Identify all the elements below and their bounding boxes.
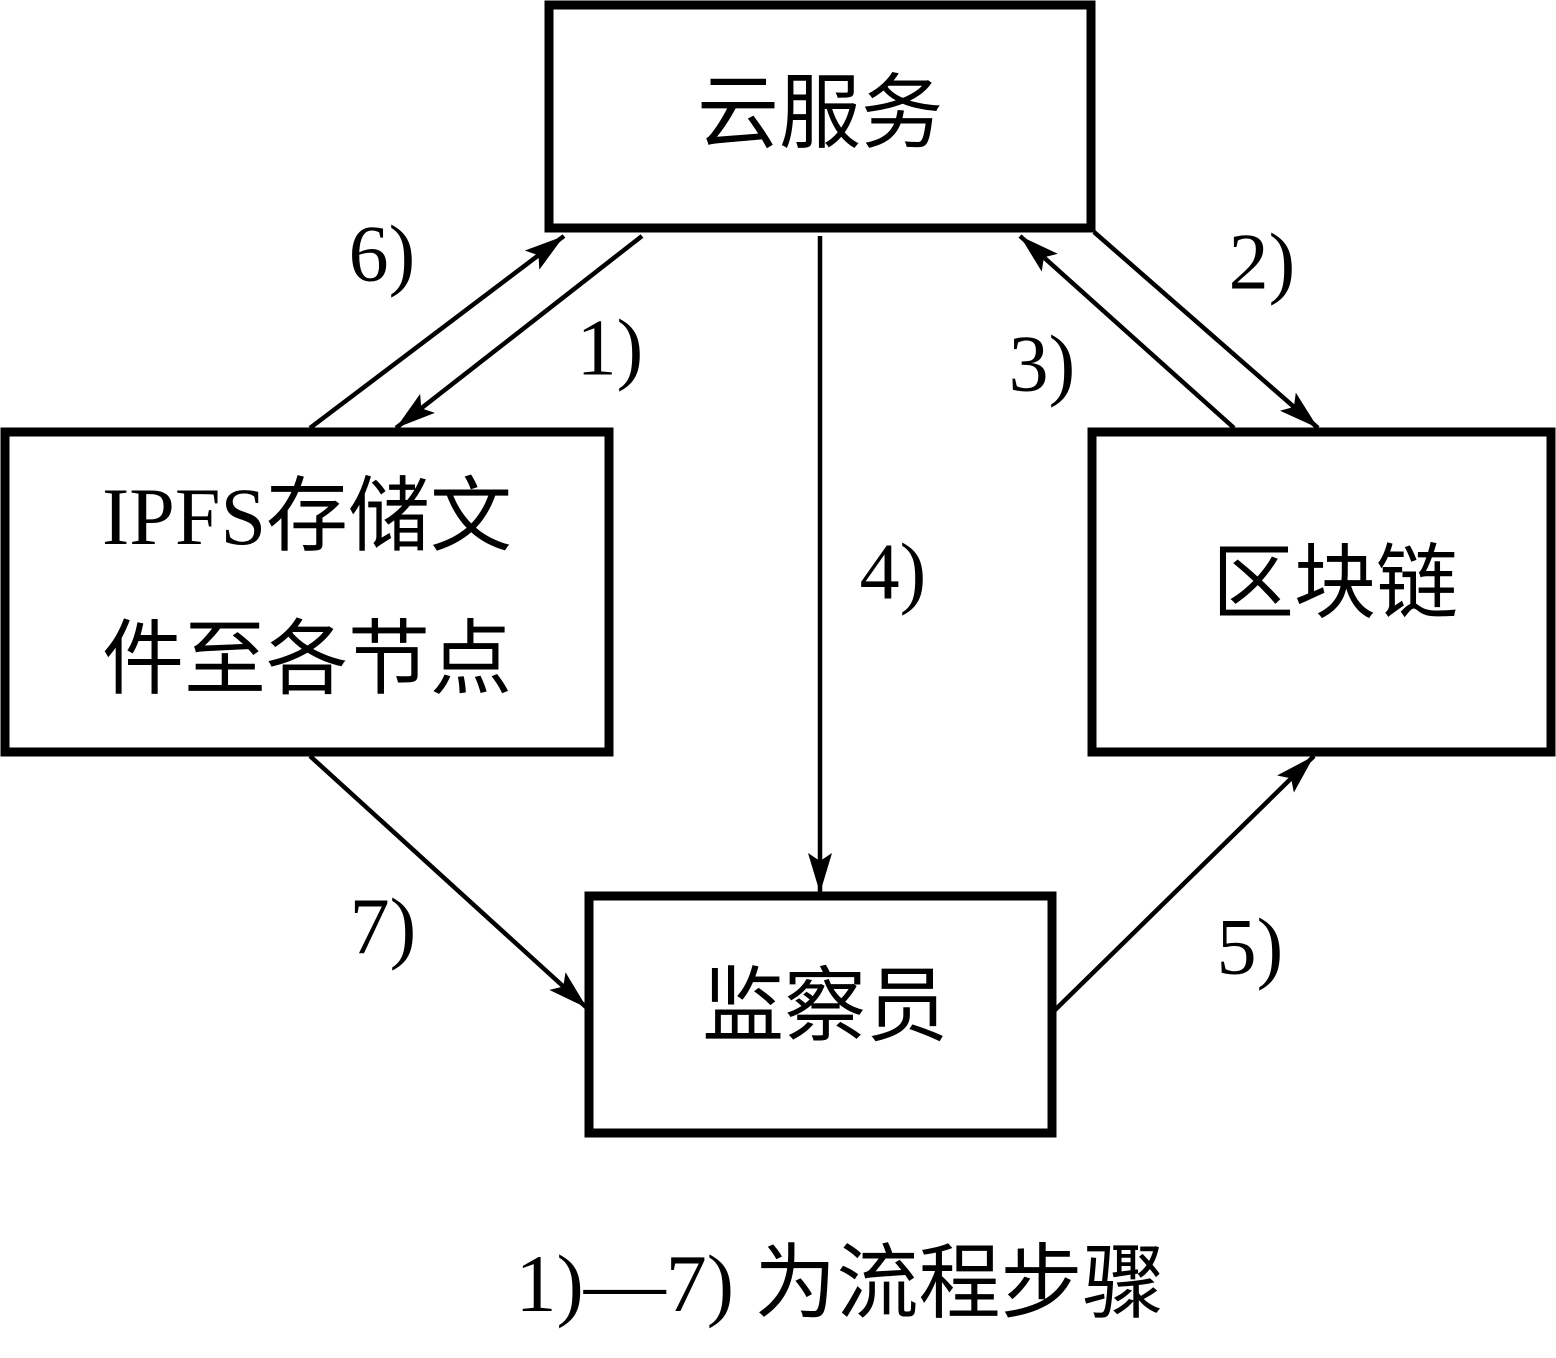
step-label-2: 2) xyxy=(1229,218,1296,306)
step-label-5: 5) xyxy=(1217,903,1284,991)
node-blockchain-label: 区块链 xyxy=(1212,538,1458,629)
node-cloud-service: 云服务 xyxy=(544,0,1096,233)
node-supervisor-label: 监察员 xyxy=(702,961,948,1052)
node-ipfs-label-line-2: 件至各节点 xyxy=(102,614,512,705)
edges xyxy=(308,230,1320,1012)
edge-step-1 xyxy=(394,234,644,430)
node-blockchain: 区块链 xyxy=(1087,427,1556,757)
edge-step-6 xyxy=(308,234,566,430)
step-labels: 1) 2) 3) 4) 5) 6) 7) xyxy=(349,210,1296,991)
node-supervisor: 监察员 xyxy=(584,891,1057,1138)
step-label-6: 6) xyxy=(349,210,416,298)
step-label-3: 3) xyxy=(1009,320,1076,408)
step-label-7: 7) xyxy=(350,883,417,971)
edge-step-2 xyxy=(1092,230,1320,430)
diagram-caption: 1)—7) 为流程步骤 xyxy=(515,1238,1164,1329)
node-ipfs-label-line-1: IPFS存储文 xyxy=(102,471,512,562)
step-label-4: 4) xyxy=(860,528,927,616)
step-label-1: 1) xyxy=(577,304,644,392)
node-ipfs-storage: IPFS存储文 件至各节点 xyxy=(0,427,614,757)
edge-step-7 xyxy=(308,754,589,1010)
node-cloud-service-label: 云服务 xyxy=(697,68,943,159)
edge-step-5 xyxy=(1053,754,1316,1012)
edge-step-3 xyxy=(1018,234,1236,430)
